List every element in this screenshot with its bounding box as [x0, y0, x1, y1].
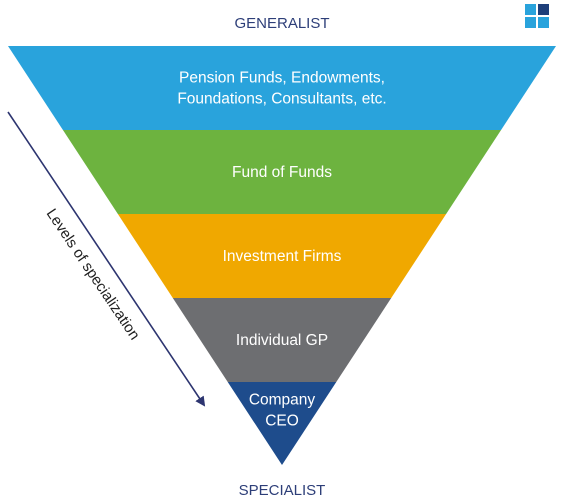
tier-investment-firms [117, 214, 447, 298]
tier-pension-funds-label: Pension Funds, Endowments, [179, 70, 385, 87]
generalist-label: GENERALIST [234, 15, 329, 32]
tier-pension-funds-label: Foundations, Consultants, etc. [177, 91, 386, 108]
pyramid-tiers: Pension Funds, Endowments, Foundations, C… [8, 46, 556, 465]
logo-square [525, 17, 536, 28]
specialist-label: SPECIALIST [239, 482, 326, 499]
tier-investment-firms-label: Investment Firms [223, 248, 342, 265]
tier-company-ceo-label: CEO [265, 413, 299, 430]
tier-company-ceo-label: Company [249, 392, 316, 409]
tier-pension-funds [8, 46, 556, 130]
logo-square [538, 17, 549, 28]
logo-square [538, 4, 549, 15]
tier-fund-of-funds-label: Fund of Funds [232, 164, 332, 181]
specialization-arrow [7, 111, 206, 407]
logo-square [525, 4, 536, 15]
tier-fund-of-funds [62, 130, 502, 214]
tier-individual-gp-label: Individual GP [236, 332, 328, 349]
four-squares-logo-icon [525, 4, 549, 28]
tier-company-ceo [227, 382, 337, 465]
tier-individual-gp [172, 298, 392, 382]
